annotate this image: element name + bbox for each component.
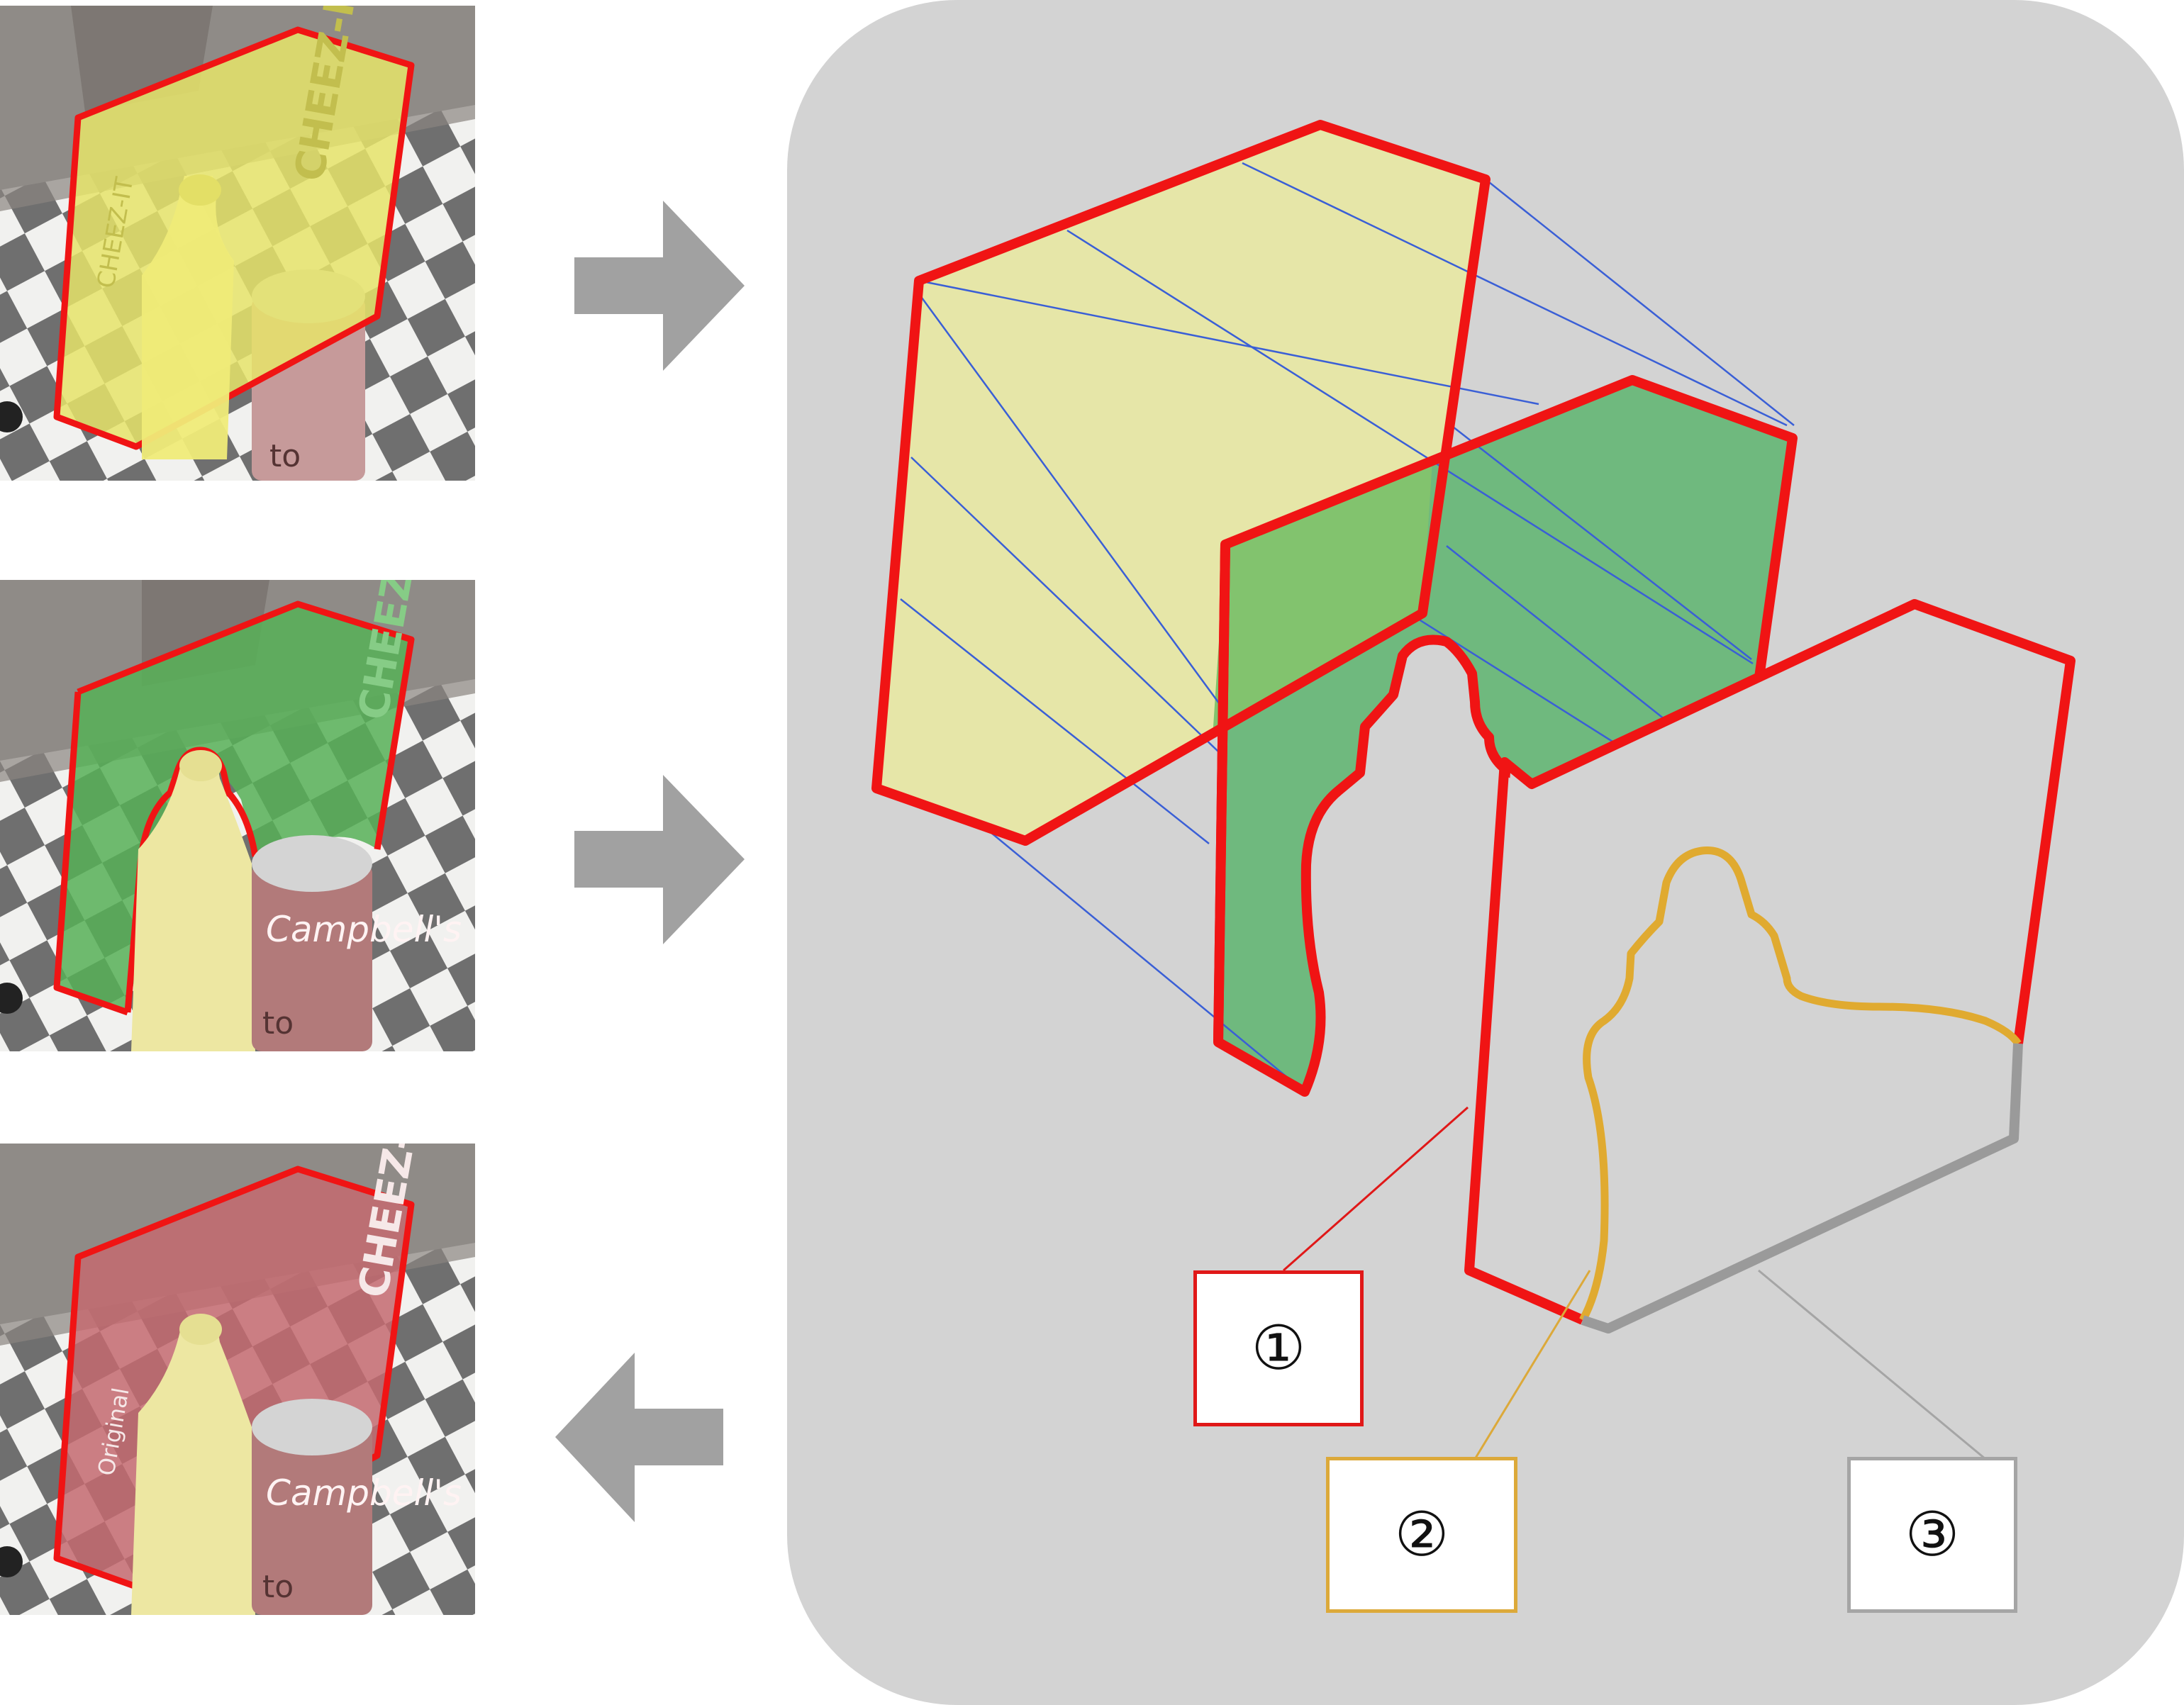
label-box-1: ① <box>1193 1270 1364 1426</box>
can-brand-text-2: Campbell's <box>266 909 462 950</box>
label-2-text: ② <box>1394 1499 1449 1570</box>
leader-line-3 <box>1758 1269 1986 1460</box>
middle-arrow-icon <box>574 775 745 944</box>
can-text-2: to <box>262 1005 294 1041</box>
label-3-text: ③ <box>1905 1499 1960 1570</box>
back-plane <box>1468 604 2071 1329</box>
bottom-photo-panel: CHEEZ-IT Original Campbell's to <box>0 1144 475 1615</box>
can-text-3: to <box>262 1569 294 1605</box>
label-1-text: ① <box>1251 1313 1306 1384</box>
bottom-arrow-icon <box>555 1353 723 1522</box>
can-brand-text-3: Campbell's <box>266 1472 462 1514</box>
projection-lines <box>900 162 1795 1092</box>
can-text-1: to <box>269 438 301 474</box>
label-box-3: ③ <box>1847 1457 2017 1613</box>
middle-photo-panel: CHEEZ-IT Campbell's to <box>0 580 475 1051</box>
top-photo-panel: to CHEEZ-IT CHEEZ-IT <box>0 6 475 481</box>
label-box-2: ② <box>1326 1457 1517 1613</box>
decomposition-diagram <box>787 0 2184 1705</box>
back-plane-boundary <box>1464 599 2076 1325</box>
leader-line-2 <box>1473 1270 1591 1460</box>
occluder-edge <box>1579 846 2022 1322</box>
floor-edge <box>1581 1043 2023 1334</box>
leader-line-1 <box>1283 1106 1469 1272</box>
top-arrow-icon <box>574 201 745 371</box>
